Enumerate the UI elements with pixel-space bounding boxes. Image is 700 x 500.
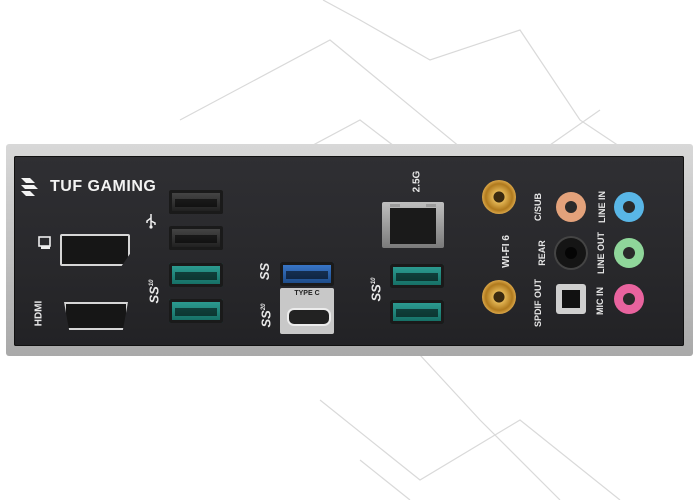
tuf-logo <box>21 178 38 196</box>
usb2-port-1[interactable] <box>169 190 223 214</box>
ethernet-port[interactable] <box>382 202 444 248</box>
ss10-label-right: SS10 <box>368 277 384 302</box>
audio-jack-rear[interactable] <box>556 238 586 268</box>
ss10-label-left: SS10 <box>146 279 162 304</box>
usb2-port-2[interactable] <box>169 226 223 250</box>
audio-jack-line-out[interactable] <box>614 238 644 268</box>
usb3-port-3[interactable] <box>390 264 444 288</box>
csub-label: C/SUB <box>533 192 544 222</box>
audio-jack-mic-in[interactable] <box>614 284 644 314</box>
audio-jack-line-in[interactable] <box>614 192 644 222</box>
io-panel: TUF GAMING HDMI SS10 SS SS20 TYPE C SS10… <box>14 156 684 346</box>
spdif-label: SPDIF OUT <box>533 278 544 328</box>
antenna-connector-2[interactable] <box>482 280 516 314</box>
ss20-label: SS20 <box>258 303 274 328</box>
typec-label: TYPE C <box>294 290 320 297</box>
brand-name: TUF GAMING <box>50 178 157 195</box>
audio-jack-csub[interactable] <box>556 192 586 222</box>
usb-typec-port[interactable] <box>287 308 331 326</box>
displayport-icon <box>38 236 51 249</box>
antenna-connector-1[interactable] <box>482 180 516 214</box>
usb3-port-blue[interactable] <box>280 262 334 286</box>
rear-label: REAR <box>536 240 547 266</box>
spdif-out-port[interactable] <box>556 284 586 314</box>
lan-speed-label: 2.5G <box>411 170 423 193</box>
displayport-port[interactable] <box>60 234 130 266</box>
line-out-label: LINE OUT <box>596 232 606 274</box>
usb3-port-2[interactable] <box>169 299 223 323</box>
line-in-label: LINE IN <box>597 190 608 224</box>
ss-label-center: SS <box>257 262 273 281</box>
usb3-port-1[interactable] <box>169 263 223 287</box>
usb3-port-4[interactable] <box>390 300 444 324</box>
typec-frame: TYPE C <box>280 288 334 334</box>
hdmi-label: HDMI <box>33 300 45 327</box>
usb-icon <box>146 214 156 229</box>
brand: TUF GAMING <box>20 176 156 198</box>
wifi-label: WI-FI 6 <box>500 235 512 268</box>
mic-in-label: MIC IN <box>595 287 605 315</box>
hdmi-port[interactable] <box>64 302 128 330</box>
